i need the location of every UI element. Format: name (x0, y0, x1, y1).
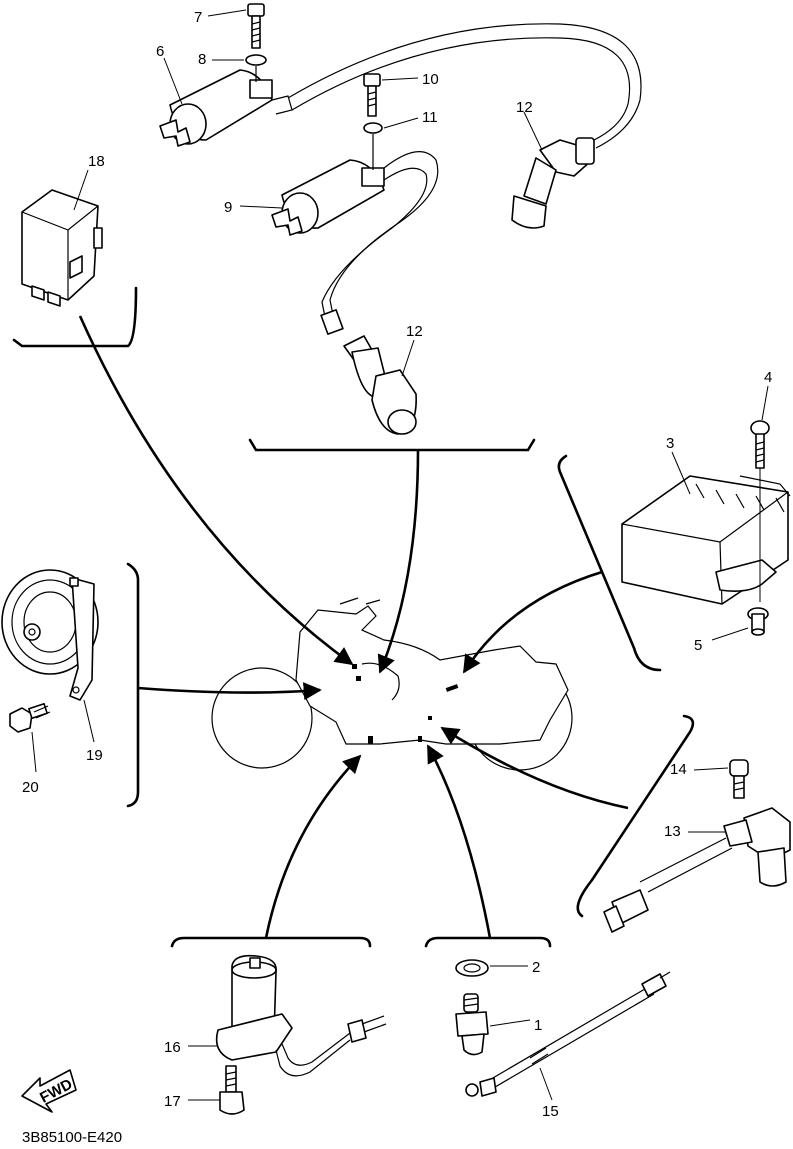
callout-19: 19 (86, 747, 103, 764)
callout-14: 14 (670, 761, 687, 778)
location-mark-regulator (445, 684, 459, 692)
nut-5 (747, 607, 769, 636)
rectifier-regulator-3 (621, 475, 791, 605)
lead-wire-15 (465, 971, 671, 1097)
callout-12-lower: 12 (406, 323, 423, 340)
location-mark-relay (352, 664, 357, 669)
callout-16: 16 (164, 1039, 181, 1056)
callout-12-right: 12 (516, 99, 533, 116)
callout-3: 3 (666, 435, 674, 452)
bolt-10 (363, 73, 381, 117)
location-mark-coils (356, 676, 361, 681)
callout-10: 10 (422, 71, 439, 88)
ignition-coil-9 (271, 134, 385, 236)
arrow-sensor16 (264, 754, 362, 939)
washer-8 (245, 54, 267, 66)
diagram-code: 3B85100-E420 (22, 1129, 122, 1146)
callout-4: 4 (764, 369, 772, 386)
callout-13: 13 (664, 823, 681, 840)
callout-7: 7 (194, 9, 202, 26)
callout-18: 18 (88, 153, 105, 170)
callout-11: 11 (422, 109, 438, 126)
location-mark-sensor16 (368, 736, 373, 744)
ignition-coil-group: 7 8 6 10 11 9 12 12 (156, 3, 642, 452)
arrow-regulator (462, 570, 603, 674)
callout-9: 9 (224, 199, 232, 216)
screw-17 (219, 1065, 245, 1115)
horn-group: 19 20 (1, 562, 140, 808)
arrow-coils (377, 449, 420, 674)
sensor-group-16: 16 17 (164, 936, 387, 1115)
callout-1: 1 (534, 1017, 542, 1034)
callout-8: 8 (198, 51, 206, 68)
callout-20: 20 (22, 779, 39, 796)
motorcycle-silhouette (211, 597, 573, 771)
location-mark-sensor13 (428, 716, 432, 720)
callout-15: 15 (542, 1103, 559, 1120)
bolt-7 (247, 3, 265, 49)
washer-11 (363, 122, 383, 134)
bolt-20 (9, 702, 51, 733)
relay-group-18: 18 (12, 153, 138, 348)
switch-group: 2 1 15 (424, 936, 671, 1120)
arrow-sensor13 (440, 726, 629, 810)
sensor-group-13: 14 13 (576, 714, 791, 933)
washer-2 (455, 959, 489, 977)
arrow-horn (137, 682, 322, 701)
horn-19 (1, 569, 99, 701)
plug-cap-12-right (511, 137, 595, 229)
callout-6: 6 (156, 43, 164, 60)
bolt-14 (729, 759, 749, 799)
bolt-4 (750, 420, 770, 602)
plug-cap-12-lower (343, 335, 417, 435)
relay-18 (21, 189, 103, 307)
sensor-16 (215, 954, 387, 1077)
arrow-switch (426, 744, 492, 939)
callout-2: 2 (532, 959, 540, 976)
ignition-coil-6 (159, 66, 293, 147)
fwd-arrow: FWD (21, 1069, 77, 1113)
arrow-relay (78, 315, 354, 666)
crank-sensor-13 (603, 807, 791, 933)
callout-17: 17 (164, 1093, 181, 1110)
callout-5: 5 (694, 637, 702, 654)
switch-1 (455, 993, 489, 1056)
location-mark-switch (418, 736, 422, 742)
rectifier-regulator-group: 4 3 5 (557, 369, 791, 672)
